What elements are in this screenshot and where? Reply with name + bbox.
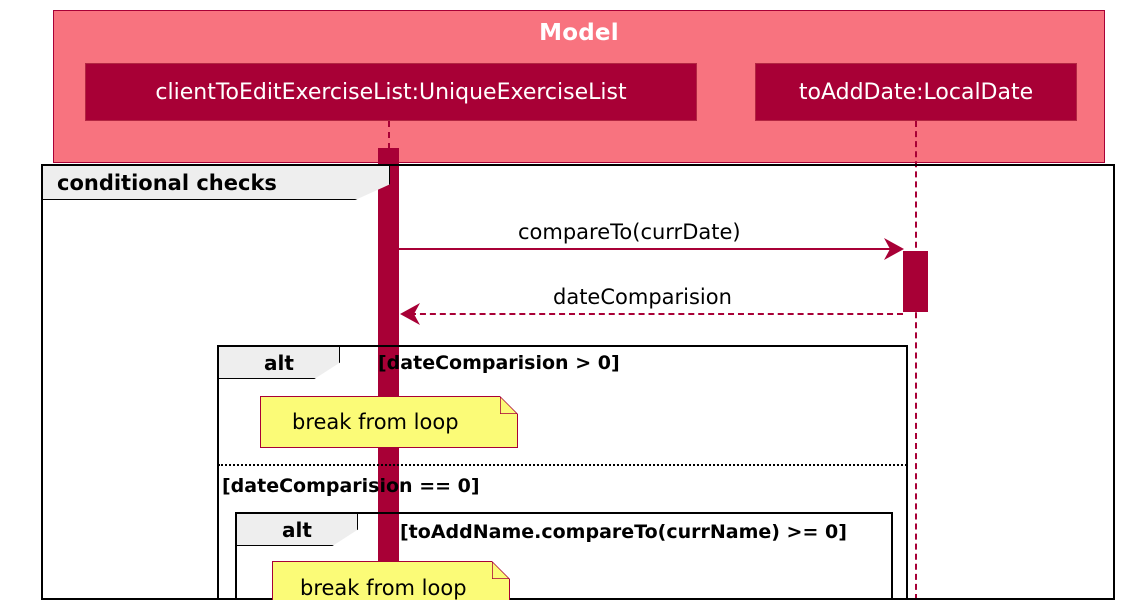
fragment-else-guard-alt-1: [dateComparision == 0]	[222, 475, 480, 497]
fragment-operator: conditional checks	[57, 170, 277, 195]
arrowhead-left-icon	[398, 303, 420, 325]
fragment-alt-toAddName	[235, 512, 893, 600]
fragment-operator: alt	[282, 517, 312, 542]
note-text-1: break from loop	[292, 410, 459, 434]
fragment-label-alt-2: alt	[236, 513, 358, 546]
fragment-else-divider	[218, 464, 907, 466]
message-label-compareTo: compareTo(currDate)	[518, 220, 741, 244]
note-text-2: break from loop	[300, 576, 467, 600]
message-label-dateComparision: dateComparision	[553, 285, 732, 309]
fragment-operator: alt	[264, 350, 294, 375]
lifeline-clientToEditExerciseList	[388, 121, 390, 149]
arrowhead-right-icon	[884, 238, 906, 260]
message-line-compareTo	[398, 248, 896, 250]
fragment-label-alt-1: alt	[218, 346, 340, 379]
participant-label: toAddDate:LocalDate	[798, 79, 1034, 105]
message-line-dateComparision	[410, 313, 903, 315]
participant-toAddDate[interactable]: toAddDate:LocalDate	[755, 63, 1077, 121]
participant-label: clientToEditExerciseList:UniqueExerciseL…	[155, 79, 627, 105]
package-title: Model	[539, 20, 619, 46]
fragment-label-conditional-checks: conditional checks	[42, 165, 390, 200]
lifeline-toAddDate	[915, 121, 917, 600]
participant-clientToEditExerciseList[interactable]: clientToEditExerciseList:UniqueExerciseL…	[85, 63, 697, 121]
fragment-guard-alt-2: [toAddName.compareTo(currName) >= 0]	[400, 521, 847, 543]
fragment-guard-alt-1: [dateComparision > 0]	[378, 352, 620, 374]
activation-bar-toAddDate	[903, 251, 928, 312]
